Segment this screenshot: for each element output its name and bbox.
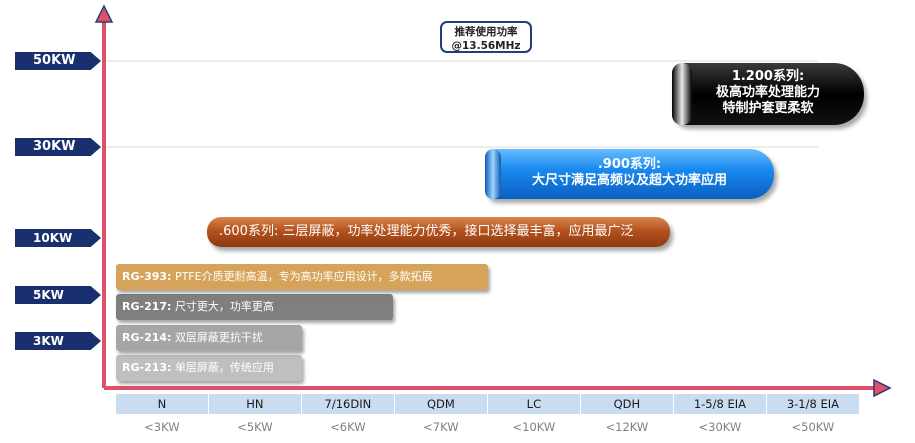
x-category-power-5: <12KW bbox=[605, 420, 649, 434]
legend-line-2: @13.56MHz bbox=[451, 40, 521, 52]
y-axis-arrow bbox=[94, 4, 114, 23]
bar-1200-line-1: 1.200系列: bbox=[731, 69, 805, 84]
bar-900-series: .900系列: 大尺寸满足高频以及超大功率应用 bbox=[485, 149, 774, 199]
bar-1200-end-cap bbox=[672, 63, 692, 125]
bar-rg393: RG-393: PTFE介质更耐高温，专为高功率应用设计，多款拓展 bbox=[116, 264, 488, 290]
legend-line-1: 推荐使用功率 bbox=[454, 26, 518, 38]
bar-rg217: RG-217: 尺寸更大，功率更高 bbox=[116, 294, 393, 320]
x-category-4: LC bbox=[488, 394, 580, 414]
bar-rg213-text: 单层屏蔽，传统应用 bbox=[174, 361, 274, 374]
x-category-7: 3-1/8 EIA bbox=[767, 394, 859, 414]
x-category-power-1: <5KW bbox=[237, 420, 273, 434]
bar-600-series: .600系列: 三层屏蔽，功率处理能力优秀，接口选择最丰富，应用最广泛 bbox=[207, 217, 670, 247]
bar-rg217-prefix: RG-217: bbox=[122, 300, 172, 313]
y-label-50kw: 50KW bbox=[15, 52, 101, 70]
bar-rg214: RG-214: 双层屏蔽更抗干扰 bbox=[116, 325, 302, 351]
bar-rg214-text: 双层屏蔽更抗干扰 bbox=[174, 331, 263, 344]
x-category-1: HN bbox=[209, 394, 301, 414]
x-category-power-4: <10KW bbox=[512, 420, 556, 434]
x-category-5: QDH bbox=[581, 394, 673, 414]
bar-900-end-cap bbox=[485, 149, 501, 199]
bar-600-text: 三层屏蔽，功率处理能力优秀，接口选择最丰富，应用最广泛 bbox=[282, 224, 634, 239]
x-category-3: QDM bbox=[395, 394, 487, 414]
bar-rg217-text: 尺寸更大，功率更高 bbox=[174, 300, 274, 313]
y-label-3kw: 3KW bbox=[15, 332, 101, 350]
bar-1200-series: 1.200系列: 极高功率处理能力 特制护套更柔软 bbox=[672, 63, 864, 125]
x-category-power-7: <50KW bbox=[791, 420, 835, 434]
bar-1200-line-3: 特制护套更柔软 bbox=[722, 101, 814, 116]
x-axis-arrow bbox=[873, 378, 892, 398]
x-category-power-3: <7KW bbox=[423, 420, 459, 434]
x-category-power-2: <6KW bbox=[330, 420, 366, 434]
bar-900-line-2: 大尺寸满足高频以及超大功率应用 bbox=[531, 173, 727, 188]
x-category-6: 1-5/8 EIA bbox=[674, 394, 766, 414]
x-category-power-6: <30KW bbox=[698, 420, 742, 434]
bar-rg213: RG-213: 单层屏蔽，传统应用 bbox=[116, 355, 302, 381]
bar-rg393-text: PTFE介质更耐高温，专为高功率应用设计，多款拓展 bbox=[174, 270, 433, 283]
bar-rg213-prefix: RG-213: bbox=[122, 361, 172, 374]
y-label-30kw: 30KW bbox=[15, 138, 101, 156]
y-label-10kw: 10KW bbox=[15, 229, 101, 247]
bar-rg214-prefix: RG-214: bbox=[122, 331, 172, 344]
bar-rg393-prefix: RG-393: bbox=[122, 270, 172, 283]
x-category-0: N bbox=[116, 394, 208, 414]
x-category-power-0: <3KW bbox=[144, 420, 180, 434]
bar-900-line-1: .900系列: bbox=[597, 157, 662, 172]
x-category-2: 7/16DIN bbox=[302, 394, 394, 414]
y-label-5kw: 5KW bbox=[15, 286, 101, 304]
legend-box: 推荐使用功率 @13.56MHz bbox=[440, 21, 532, 53]
bar-1200-line-2: 极高功率处理能力 bbox=[715, 85, 820, 100]
bar-600-prefix: .600系列: bbox=[219, 224, 279, 239]
